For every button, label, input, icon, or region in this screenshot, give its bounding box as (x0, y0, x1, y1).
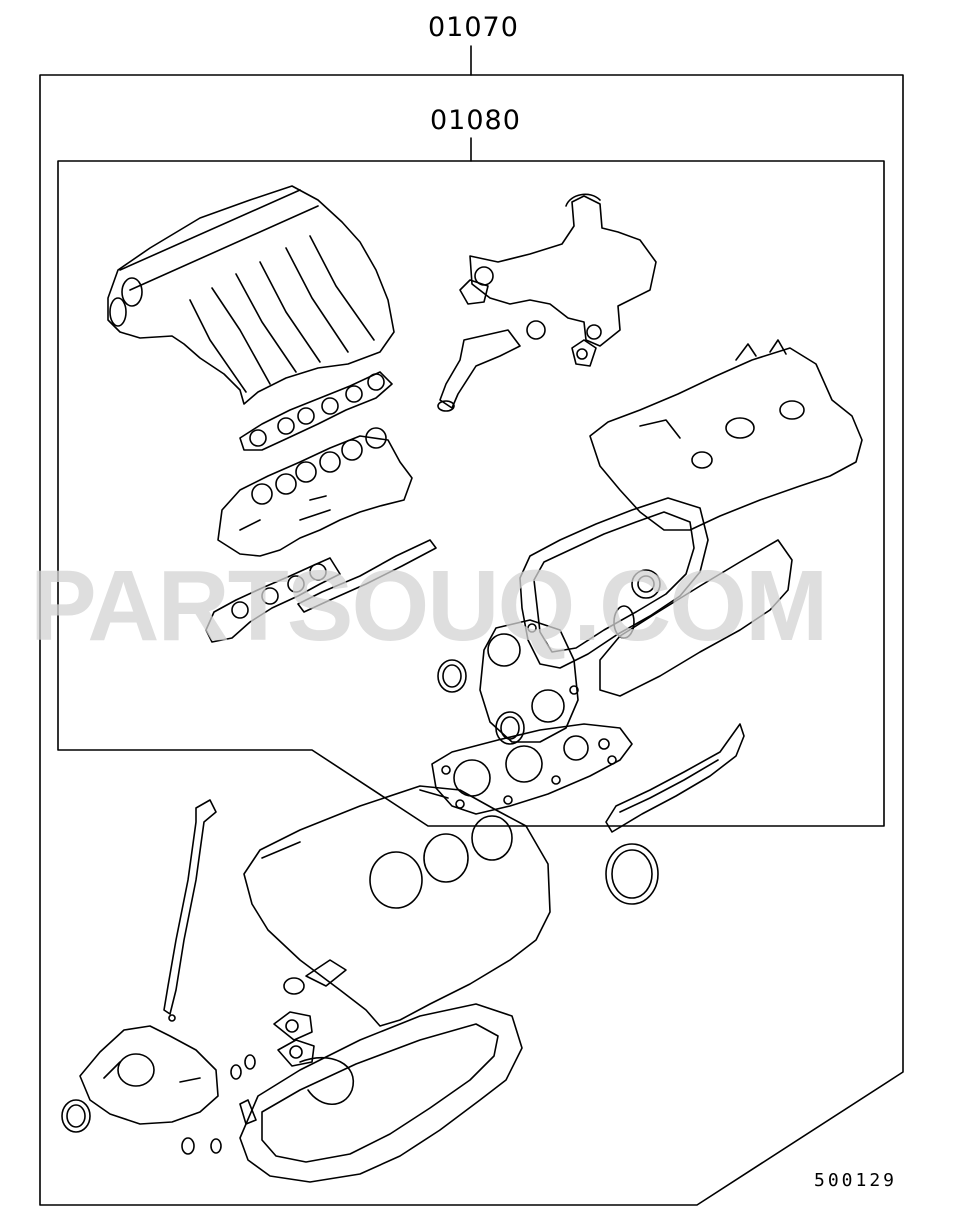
lower-intake-manifold (217, 427, 413, 557)
inner-kit-part-number: 01080 (430, 105, 521, 136)
oil-dipstick (163, 799, 217, 1022)
side-head-gasket (605, 723, 745, 833)
outer-kit-outline (39, 74, 904, 1206)
valve-cover-lower (599, 539, 793, 697)
water-pipe (437, 320, 546, 412)
oil-pan (239, 1003, 523, 1183)
oil-pump-housing (79, 1025, 219, 1125)
crank-front-seal (61, 1099, 91, 1133)
oil-seal-center (495, 711, 525, 745)
engine-block (243, 785, 551, 1027)
diagram-code: 500129 (814, 1170, 898, 1191)
manifold-side-gasket (297, 539, 437, 613)
valve-cover-upper (589, 339, 863, 531)
lower-manifold-gasket (205, 557, 341, 643)
rear-main-seal (605, 843, 659, 905)
watermark-text: PARTSOUQ.COM (30, 550, 828, 662)
valve-cover-gasket (519, 497, 709, 669)
water-outlet-housing (459, 193, 657, 367)
cylinder-head-gasket (431, 723, 633, 815)
oil-pump-gasket (273, 1011, 315, 1067)
outer-kit-part-number: 01070 (428, 12, 519, 43)
oil-seal-left (437, 659, 467, 693)
inner-kit-outline (57, 160, 885, 827)
o-rings (181, 1054, 256, 1155)
upper-intake-manifold (107, 185, 395, 405)
front-cover-assembly (479, 619, 579, 743)
inner-kit-frame (57, 137, 885, 827)
upper-manifold-gasket (239, 371, 393, 451)
outer-kit-frame (39, 45, 904, 1206)
